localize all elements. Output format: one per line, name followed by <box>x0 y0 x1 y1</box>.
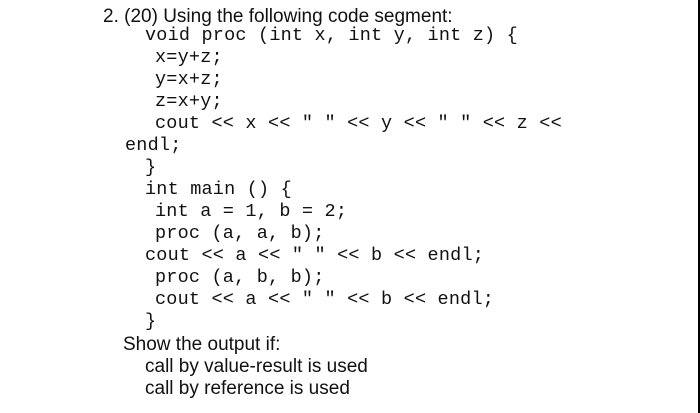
code-line: z=x+y; <box>155 91 223 112</box>
code-line: x=y+z; <box>155 47 223 68</box>
code-line: void proc (int x, int y, int z) { <box>145 25 518 46</box>
code-line: y=x+z; <box>155 69 223 90</box>
code-line: } <box>145 157 157 178</box>
code-line: int a = 1, b = 2; <box>155 201 348 222</box>
code-line: } <box>145 311 157 332</box>
code-line: int main () { <box>145 179 292 200</box>
question-prompt: Show the output if: <box>123 334 281 355</box>
code-line: endl; <box>125 135 182 156</box>
code-line: proc (a, b, b); <box>155 267 325 288</box>
question-heading: 2. (20) Using the following code segment… <box>103 6 453 27</box>
code-line: cout << x << " " << y << " " << z << <box>155 113 562 134</box>
code-line: proc (a, a, b); <box>155 223 325 244</box>
question-option: call by reference is used <box>145 378 350 399</box>
code-line: cout << a << " " << b << endl; <box>155 289 495 310</box>
code-line: cout << a << " " << b << endl; <box>145 245 485 266</box>
question-option: call by value-result is used <box>145 356 368 377</box>
